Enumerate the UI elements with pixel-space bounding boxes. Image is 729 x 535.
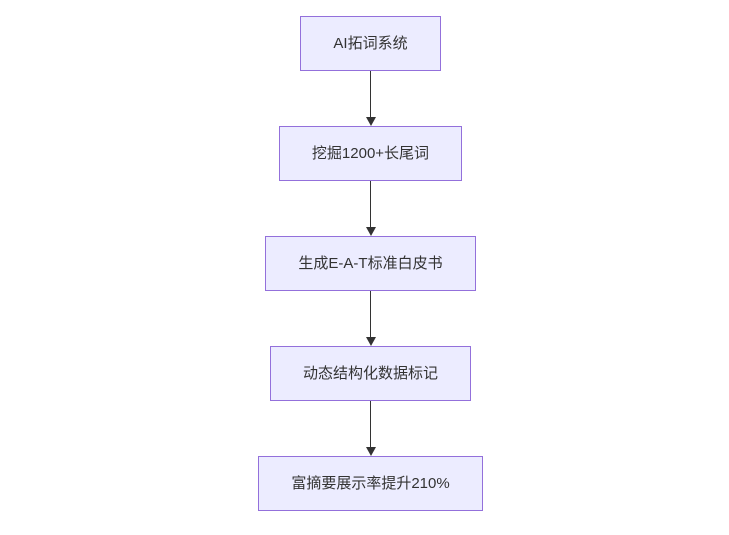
flow-node-step-3: 生成E-A-T标准白皮书 — [265, 236, 476, 291]
arrow-line — [369, 401, 372, 447]
flow-node-step-2: 挖掘1200+长尾词 — [278, 126, 463, 181]
flow-node-label: 生成E-A-T标准白皮书 — [298, 255, 443, 272]
arrow-down-edge-1 — [365, 71, 376, 126]
arrow-line — [369, 71, 372, 117]
flow-node-label: AI拓词系统 — [333, 35, 408, 52]
arrow-line — [369, 291, 372, 337]
flow-node-label: 动态结构化数据标记 — [302, 365, 438, 382]
arrow-down-edge-3 — [365, 291, 376, 346]
flow-node-label: 挖掘1200+长尾词 — [311, 145, 430, 162]
flow-node-step-4: 动态结构化数据标记 — [269, 346, 471, 401]
arrow-down-edge-4 — [365, 401, 376, 456]
arrow-down-edge-2 — [365, 181, 376, 236]
arrowhead-icon — [365, 337, 376, 346]
arrowhead-icon — [365, 117, 376, 126]
flow-node-step-1: AI拓词系统 — [300, 16, 441, 71]
flow-node-step-5: 富摘要展示率提升210% — [258, 456, 483, 511]
flowchart-column: AI拓词系统 挖掘1200+长尾词 生成E-A-T标准白皮书 动态结构化数据标记 — [258, 16, 483, 511]
arrowhead-icon — [365, 227, 376, 236]
flow-node-label: 富摘要展示率提升210% — [291, 475, 450, 492]
arrow-line — [369, 181, 372, 227]
arrowhead-icon — [365, 447, 376, 456]
